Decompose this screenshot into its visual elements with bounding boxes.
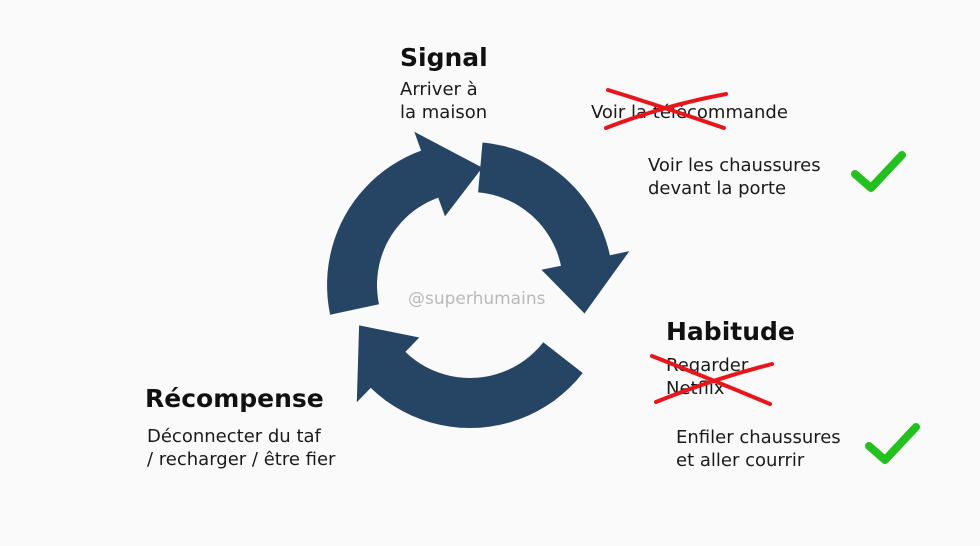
signal-text: Arriver à la maison (400, 79, 488, 123)
cross-mark-icon (604, 88, 728, 130)
check-mark-icon (865, 423, 920, 464)
watermark: @superhumains (408, 289, 546, 309)
check-mark-icon (851, 151, 906, 192)
habit-title: Habitude (666, 317, 795, 346)
reward-text: Déconnecter du taf / recharger / être fi… (147, 426, 336, 470)
arrow-reward-to-signal (327, 131, 483, 315)
habit-accepted-option: Enfiler chaussures et aller courrir (676, 427, 841, 471)
signal-title: Signal (400, 43, 488, 72)
arrow-habit-to-reward (356, 325, 583, 428)
cross-mark-icon (650, 354, 774, 406)
arrow-signal-to-habit (478, 142, 630, 314)
reward-title: Récompense (145, 384, 324, 413)
signal-accepted-option: Voir les chaussures devant la porte (648, 155, 821, 199)
